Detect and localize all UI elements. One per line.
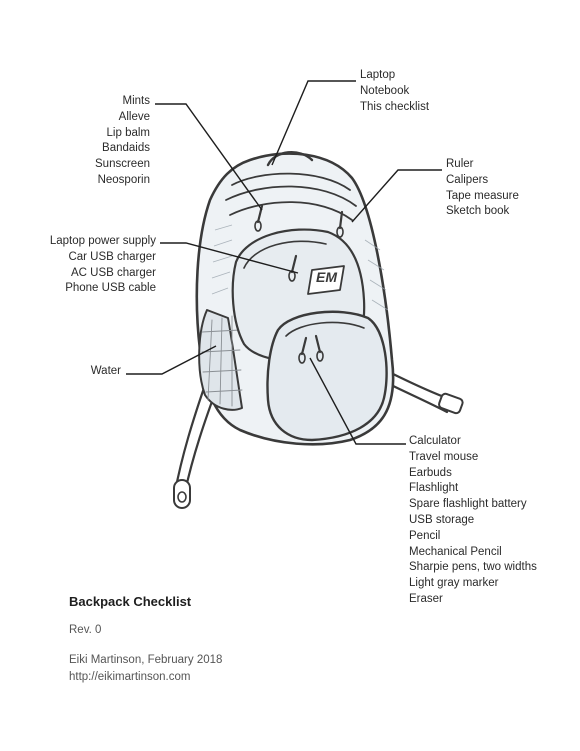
item-notebook: Notebook [360, 84, 410, 97]
item-car-usb-charger: Car USB charger [68, 250, 156, 263]
item-sketch-book: Sketch book [446, 205, 510, 218]
label-group-ruler: Ruler Calipers Tape measure Sketch book [446, 157, 519, 220]
item-calculator: Calculator [409, 435, 461, 447]
item-travel-mouse: Travel mouse [409, 450, 479, 463]
item-bandaids: Bandaids [102, 142, 150, 155]
item-neosporin: Neosporin [97, 173, 150, 186]
item-calipers: Calipers [446, 173, 489, 186]
logo-badge-text: EM [316, 269, 337, 285]
author-url[interactable]: http://eikimartinson.com [69, 671, 191, 683]
item-water: Water [90, 365, 121, 377]
item-ruler: Ruler [446, 158, 474, 170]
item-lip-balm: Lip balm [106, 126, 150, 139]
item-mints: Mints [122, 95, 150, 107]
label-group-power: Laptop power supply Car USB charger AC U… [50, 234, 156, 297]
item-ac-usb-charger: AC USB charger [70, 266, 156, 279]
item-sharpie-pens: Sharpie pens, two widths [409, 561, 537, 574]
label-group-mints: Mints Alleve Lip balm Bandaids Sunscreen… [95, 94, 150, 189]
item-earbuds: Earbuds [409, 466, 452, 479]
page-title: Backpack Checklist [69, 594, 192, 609]
author-line: Eiki Martinson, February 2018 [69, 654, 223, 666]
label-group-laptop: Laptop Notebook This checklist [360, 68, 429, 115]
item-usb-storage: USB storage [409, 513, 475, 526]
item-light-gray-marker: Light gray marker [409, 577, 499, 590]
item-alleve: Alleve [118, 110, 150, 123]
item-laptop: Laptop [360, 69, 396, 81]
item-laptop-power-supply: Laptop power supply [49, 235, 156, 247]
label-group-calculator: Calculator Travel mouse Earbuds Flashlig… [409, 434, 537, 608]
item-eraser: Eraser [409, 592, 443, 605]
item-flashlight: Flashlight [409, 482, 459, 495]
item-tape-measure: Tape measure [446, 189, 519, 202]
item-spare-flashlight-battery: Spare flashlight battery [409, 498, 527, 511]
item-pencil: Pencil [409, 529, 441, 542]
item-phone-usb-cable: Phone USB cable [65, 282, 156, 295]
item-mechanical-pencil: Mechanical Pencil [409, 545, 502, 558]
label-group-water: Water [91, 364, 121, 380]
item-sunscreen: Sunscreen [95, 158, 150, 171]
item-this-checklist: This checklist [360, 100, 430, 113]
author-block: Eiki Martinson, February 2018 http://eik… [69, 652, 222, 686]
revision-label: Rev. 0 [69, 624, 102, 636]
